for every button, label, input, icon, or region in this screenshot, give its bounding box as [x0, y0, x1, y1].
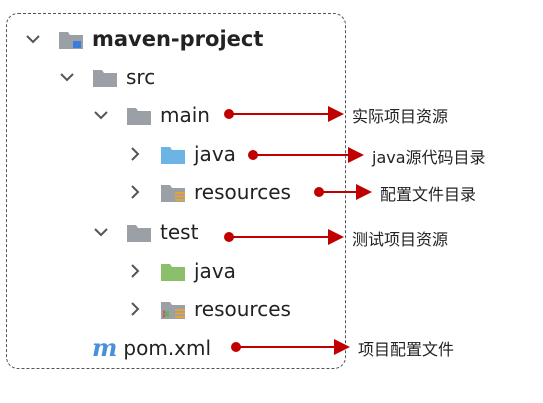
test-source-folder-icon [160, 260, 186, 282]
tree-node-pom[interactable]: m pom.xml [92, 333, 211, 363]
test-label: test [160, 220, 199, 244]
pom-label: pom.xml [123, 336, 212, 360]
maven-m-icon: m [92, 333, 118, 362]
main-resources-label: resources [194, 180, 291, 204]
arrow-pom [231, 339, 350, 355]
chevron-right-icon[interactable] [126, 262, 144, 280]
folder-icon [126, 221, 152, 243]
chevron-down-icon[interactable] [58, 68, 76, 86]
module-folder-icon [58, 28, 84, 50]
tree-node-src[interactable]: src [92, 62, 155, 92]
tree-node-project[interactable]: maven-project [58, 24, 263, 54]
annotation-main: 实际项目资源 [352, 107, 449, 126]
folder-icon [126, 104, 152, 126]
tree-node-test-java[interactable]: java [160, 256, 236, 286]
folder-icon [92, 66, 118, 88]
tree-node-main-java[interactable]: java [160, 139, 236, 169]
test-resources-folder-icon [160, 298, 186, 320]
project-name: maven-project [92, 27, 264, 51]
main-java-label: java [194, 142, 236, 166]
tree-node-test[interactable]: test [126, 217, 198, 247]
chevron-down-icon[interactable] [92, 223, 110, 241]
annotation-resources: 配置文件目录 [380, 185, 477, 204]
chevron-down-icon[interactable] [24, 30, 42, 48]
src-label: src [126, 65, 156, 89]
arrow-main [224, 106, 344, 122]
annotation-java: java源代码目录 [372, 148, 486, 167]
chevron-right-icon[interactable] [126, 145, 144, 163]
arrow-java [248, 147, 364, 163]
annotation-pom: 项目配置文件 [358, 340, 455, 359]
chevron-right-icon[interactable] [126, 300, 144, 318]
annotation-test: 测试项目资源 [352, 230, 449, 249]
tree-node-main[interactable]: main [126, 100, 210, 130]
resources-folder-icon [160, 181, 186, 203]
tree-node-test-resources[interactable]: resources [160, 294, 291, 324]
source-folder-icon [160, 143, 186, 165]
arrow-resources [314, 184, 372, 200]
chevron-down-icon[interactable] [92, 106, 110, 124]
arrow-test [224, 229, 344, 245]
main-label: main [160, 103, 210, 127]
tree-node-main-resources[interactable]: resources [160, 177, 291, 207]
test-java-label: java [194, 259, 236, 283]
test-resources-label: resources [194, 297, 291, 321]
chevron-right-icon[interactable] [126, 183, 144, 201]
